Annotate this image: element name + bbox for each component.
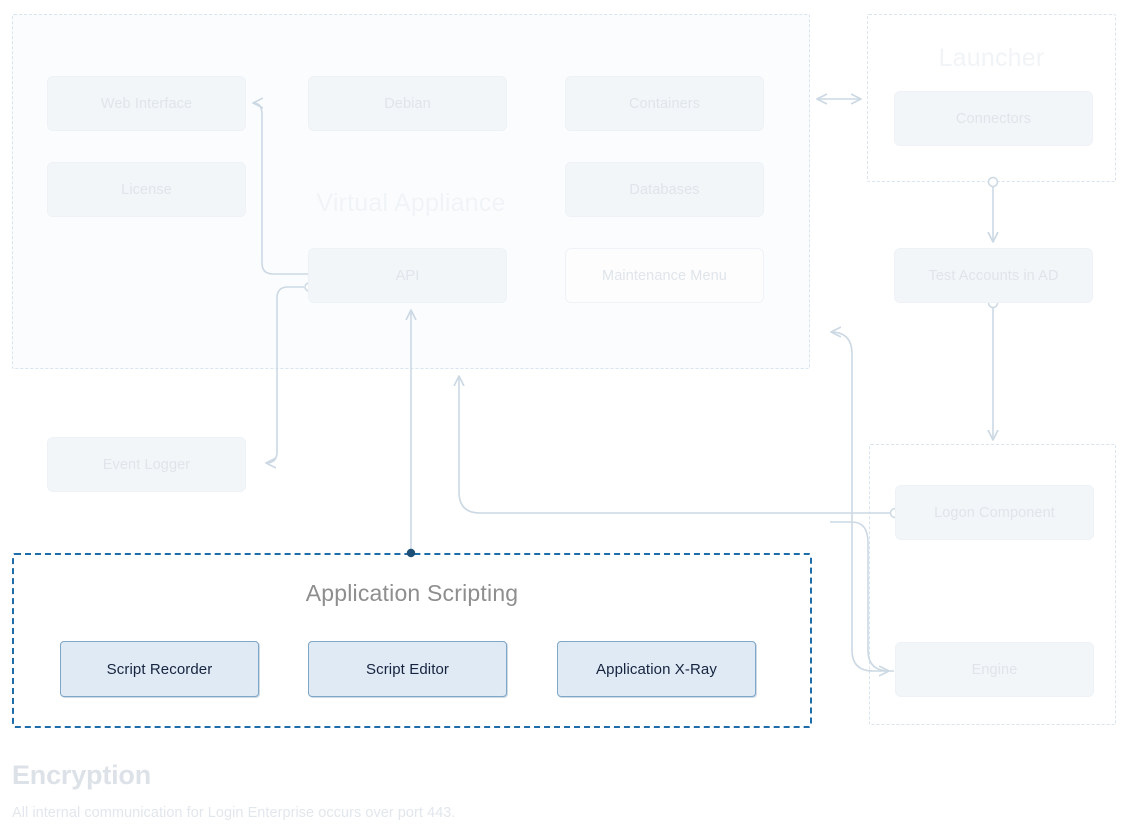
node-web-interface[interactable]: Web Interface xyxy=(47,76,246,131)
node-script-editor-label: Script Editor xyxy=(366,660,449,678)
node-application-xray[interactable]: Application X-Ray xyxy=(557,641,756,697)
node-connectors[interactable]: Connectors xyxy=(894,91,1093,146)
node-databases[interactable]: Databases xyxy=(565,162,764,217)
node-test-accounts-in-ad[interactable]: Test Accounts in AD xyxy=(894,248,1093,303)
node-application-xray-label: Application X-Ray xyxy=(596,660,717,678)
node-api-label: API xyxy=(395,267,420,284)
node-script-recorder-label: Script Recorder xyxy=(106,660,213,678)
wire-logon-component-to-virtual-appliance xyxy=(459,376,890,514)
node-engine[interactable]: Engine xyxy=(895,642,1094,697)
node-script-recorder[interactable]: Script Recorder xyxy=(60,641,259,697)
node-test-accounts-in-ad-label: Test Accounts in AD xyxy=(928,267,1059,284)
node-event-logger-label: Event Logger xyxy=(102,456,191,473)
node-engine-label: Engine xyxy=(971,661,1018,678)
node-license[interactable]: License xyxy=(47,162,246,217)
node-event-logger[interactable]: Event Logger xyxy=(47,437,246,492)
node-api[interactable]: API xyxy=(308,248,507,303)
node-web-interface-label: Web Interface xyxy=(100,95,193,112)
node-maintenance-menu-label: Maintenance Menu xyxy=(602,267,727,284)
node-debian[interactable]: Debian xyxy=(308,76,507,131)
group-launcher-title: Launcher xyxy=(938,44,1045,72)
node-debian-label: Debian xyxy=(384,95,431,112)
node-connectors-label: Connectors xyxy=(955,110,1032,127)
node-containers-label: Containers xyxy=(628,95,701,112)
group-application-scripting-title: Application Scripting xyxy=(305,580,519,606)
node-logon-component-label: Logon Component xyxy=(934,504,1055,521)
node-license-label: License xyxy=(121,181,172,198)
node-databases-label: Databases xyxy=(629,181,700,198)
node-logon-component[interactable]: Logon Component xyxy=(895,485,1094,540)
footer-subtitle: All internal communication for Login Ent… xyxy=(12,805,456,821)
footer-title: Encryption xyxy=(12,760,152,790)
node-maintenance-menu[interactable]: Maintenance Menu xyxy=(565,248,764,303)
node-containers[interactable]: Containers xyxy=(565,76,764,131)
node-script-editor[interactable]: Script Editor xyxy=(308,641,507,697)
